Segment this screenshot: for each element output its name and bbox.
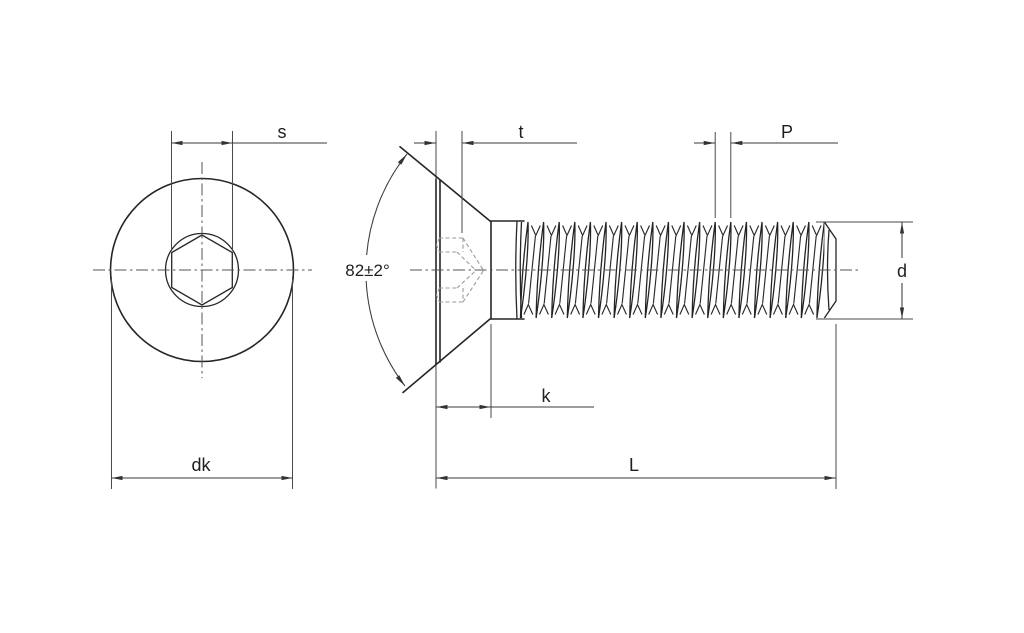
dim-l-label: L <box>629 455 639 475</box>
arrowhead <box>111 475 123 481</box>
thread-runout-line-1 <box>515 220 518 320</box>
arrowhead <box>171 140 183 146</box>
arrowhead <box>436 475 448 481</box>
dim-t: t <box>414 122 577 233</box>
arrowhead <box>397 154 407 165</box>
dim-p: P <box>694 122 838 218</box>
dim-dk-label: dk <box>191 455 211 475</box>
arrowhead <box>436 404 448 410</box>
arrowhead <box>281 475 293 481</box>
dim-d: d <box>816 221 913 320</box>
side-view <box>399 131 860 489</box>
dim-k-label: k <box>542 386 552 406</box>
arrowhead <box>899 222 905 234</box>
dim-p-label: P <box>781 122 793 142</box>
arrowhead <box>479 404 491 410</box>
arrowhead <box>221 140 233 146</box>
dim-dk: dk <box>111 277 293 489</box>
arrowhead <box>731 140 743 146</box>
arrowhead <box>462 140 474 146</box>
dim-angle: 82±2° <box>339 153 408 387</box>
dim-l: L <box>436 324 837 489</box>
arrowhead <box>899 307 905 319</box>
dim-angle-label: 82±2° <box>345 261 390 280</box>
arrowhead <box>703 140 715 146</box>
arrowhead <box>395 375 405 386</box>
dim-s-label: s <box>278 122 287 142</box>
arrowhead <box>824 475 836 481</box>
dim-t-label: t <box>518 122 523 142</box>
cone-slant-bottom <box>402 318 491 394</box>
hex-socket-outline <box>171 234 233 306</box>
hidden-socket-lines <box>435 237 484 303</box>
dim-k: k <box>436 324 594 418</box>
dim-d-label: d <box>897 261 907 281</box>
front-view <box>93 162 312 378</box>
dim-s: s <box>171 122 327 251</box>
cone-slant-top <box>399 145 491 222</box>
arrowhead <box>424 140 436 146</box>
